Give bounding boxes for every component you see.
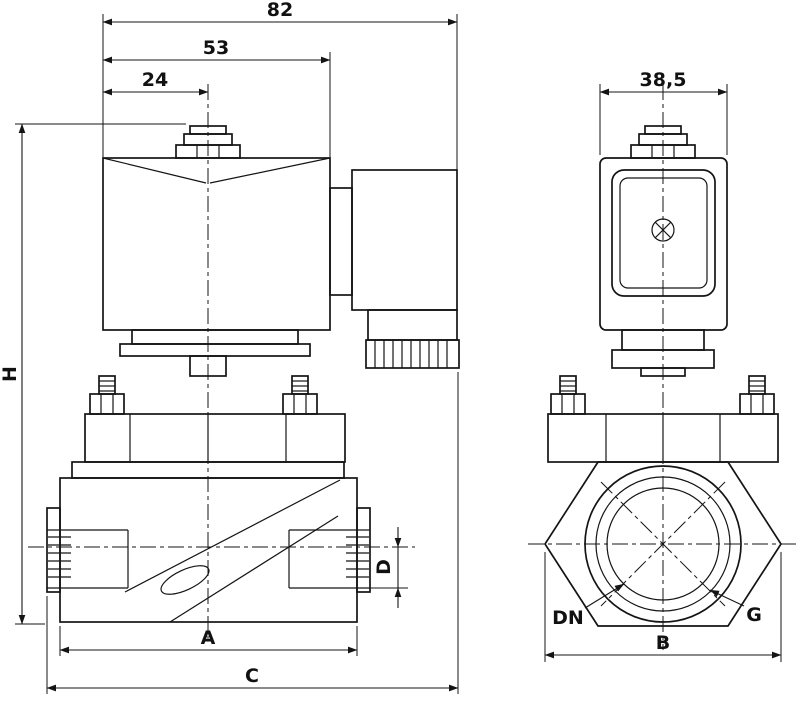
solenoid-coil-front <box>102 157 331 331</box>
hex-body <box>543 461 783 627</box>
front-view <box>28 84 460 640</box>
dim-label-24: 24 <box>142 69 168 91</box>
connector-ridges <box>374 340 448 368</box>
dim-label-DN: DN <box>552 607 584 629</box>
dimension-H: H <box>0 123 186 625</box>
bonnet-bolt-left-front <box>89 375 125 415</box>
dim-label-C: C <box>245 665 259 687</box>
bonnet-bolt-right-side <box>739 375 775 415</box>
dimension-82: 82 <box>102 0 458 170</box>
callout-DN: DN <box>552 583 625 629</box>
dimension-24: 24 <box>102 69 209 96</box>
mounting-yoke-front <box>119 329 311 377</box>
side-view <box>528 84 797 650</box>
dimension-53: 53 <box>102 37 331 158</box>
dim-label-B: B <box>656 632 670 654</box>
bonnet-flange-front <box>84 413 346 463</box>
port-thread-right <box>346 536 369 578</box>
dimensions: 82 53 24 H A <box>0 0 782 694</box>
internal-partition-line <box>124 479 341 593</box>
dim-label-82: 82 <box>267 0 293 21</box>
dimension-B: B <box>544 552 782 662</box>
solenoid-coil-side <box>599 157 728 331</box>
dimension-A: A <box>59 626 358 656</box>
cable-connector <box>329 169 460 369</box>
bonnet-bolt-right-front <box>282 375 318 415</box>
callout-G: G <box>709 589 762 626</box>
dimension-38-5: 38,5 <box>599 69 728 155</box>
bonnet-bolt-left-side <box>550 375 586 415</box>
port-boss-circle <box>584 465 742 623</box>
dim-label-38-5: 38,5 <box>640 69 687 91</box>
bonnet-flange-side <box>547 413 779 463</box>
thread-circle <box>595 476 731 612</box>
dimension-C: C <box>46 372 459 694</box>
dim-label-H: H <box>0 366 21 382</box>
valve-seat-orifice <box>160 565 210 595</box>
port-boss-left <box>46 507 61 593</box>
connector-screw-icon <box>651 218 675 242</box>
dim-label-G: G <box>746 604 762 626</box>
internal-passage-line <box>169 515 339 623</box>
dimension-D: D <box>370 527 408 608</box>
adjusting-screw-side <box>630 125 696 159</box>
dim-label-D: D <box>373 559 395 575</box>
valve-body-side <box>543 461 783 627</box>
mounting-yoke-side <box>611 329 715 377</box>
valve-body-front <box>46 461 371 623</box>
dim-label-53: 53 <box>203 37 229 59</box>
dim-label-A: A <box>201 627 216 649</box>
port-boss-right <box>356 507 371 593</box>
port-thread-left <box>48 536 71 578</box>
bore-circle <box>606 487 720 601</box>
